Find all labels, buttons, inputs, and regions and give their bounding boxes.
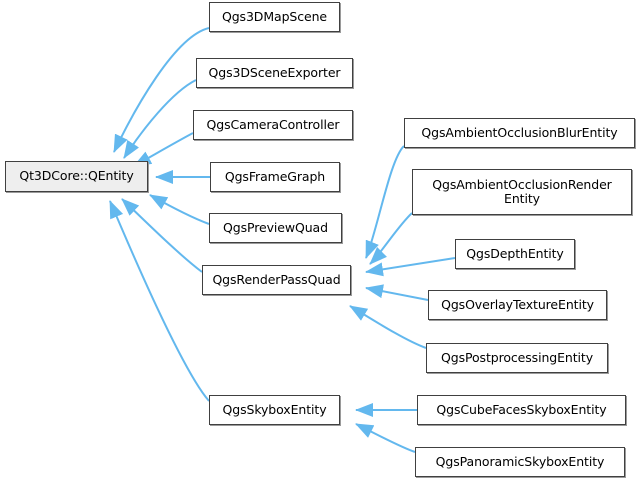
class-node-label: QgsAmbientOcclusionBlurEntity	[421, 124, 618, 140]
inheritance-edge-skyboxentity-to-qentity	[109, 200, 210, 402]
inheritance-edge-postprocessing-to-renderpassquad	[349, 305, 427, 349]
class-node-aoblur[interactable]: QgsAmbientOcclusionBlurEntity	[404, 118, 635, 148]
class-node-qentity[interactable]: Qt3DCore::QEntity	[5, 161, 148, 192]
inheritance-edge-previewquad-to-qentity	[149, 194, 210, 225]
class-node-label: Qgs3DSceneExporter	[208, 64, 341, 80]
class-node-label: QgsPreviewQuad	[223, 219, 328, 235]
class-node-skyboxentity[interactable]: QgsSkyboxEntity	[209, 395, 340, 425]
inheritance-edge-panoramic-to-skyboxentity	[355, 423, 416, 453]
class-node-label: QgsSkyboxEntity	[222, 401, 327, 417]
class-node-label: QgsDepthEntity	[466, 245, 564, 261]
inheritance-edge-depthentity-to-renderpassquad	[365, 257, 456, 277]
class-node-label: Qt3DCore::QEntity	[19, 168, 134, 184]
class-node-label: Qgs3DMapScene	[221, 8, 328, 24]
class-node-label: QgsCubeFacesSkyboxEntity	[436, 401, 607, 417]
class-node-label: QgsAmbientOcclusionRender Entity	[432, 176, 612, 206]
class-node-postprocessing[interactable]: QgsPostprocessingEntity	[426, 343, 608, 373]
inheritance-edge-overlaytexture-to-renderpassquad	[365, 284, 429, 301]
class-node-label: QgsOverlayTextureEntity	[441, 296, 594, 312]
class-node-aorender[interactable]: QgsAmbientOcclusionRender Entity	[412, 169, 632, 215]
inheritance-edges	[109, 27, 456, 453]
inheritance-edge-mapscene-to-qentity	[113, 27, 210, 153]
class-node-renderpassquad[interactable]: QgsRenderPassQuad	[202, 265, 351, 295]
class-node-label: QgsFrameGraph	[224, 168, 326, 184]
class-node-panoramic[interactable]: QgsPanoramicSkyboxEntity	[415, 447, 625, 477]
class-node-label: QgsCameraController	[206, 116, 340, 132]
class-node-overlaytexture[interactable]: QgsOverlayTextureEntity	[428, 290, 607, 320]
class-node-cubefaces[interactable]: QgsCubeFacesSkyboxEntity	[417, 395, 626, 425]
class-node-label: QgsRenderPassQuad	[212, 271, 341, 287]
class-node-previewquad[interactable]: QgsPreviewQuad	[209, 213, 342, 243]
class-node-depthentity[interactable]: QgsDepthEntity	[455, 239, 575, 269]
class-node-label: QgsPanoramicSkyboxEntity	[435, 453, 605, 469]
class-node-cameracontroller[interactable]: QgsCameraController	[193, 110, 353, 140]
class-node-framegraph[interactable]: QgsFrameGraph	[210, 162, 340, 192]
inheritance-edge-renderpassquad-to-qentity	[121, 198, 203, 273]
class-node-mapscene[interactable]: Qgs3DMapScene	[209, 2, 340, 32]
inheritance-edge-aorender-to-renderpassquad	[369, 212, 413, 265]
inheritance-edge-sceneexporter-to-qentity	[123, 79, 197, 159]
class-node-label: QgsPostprocessingEntity	[441, 349, 593, 365]
class-node-sceneexporter[interactable]: Qgs3DSceneExporter	[196, 58, 353, 88]
inheritance-edge-aoblur-to-renderpassquad	[365, 145, 405, 259]
